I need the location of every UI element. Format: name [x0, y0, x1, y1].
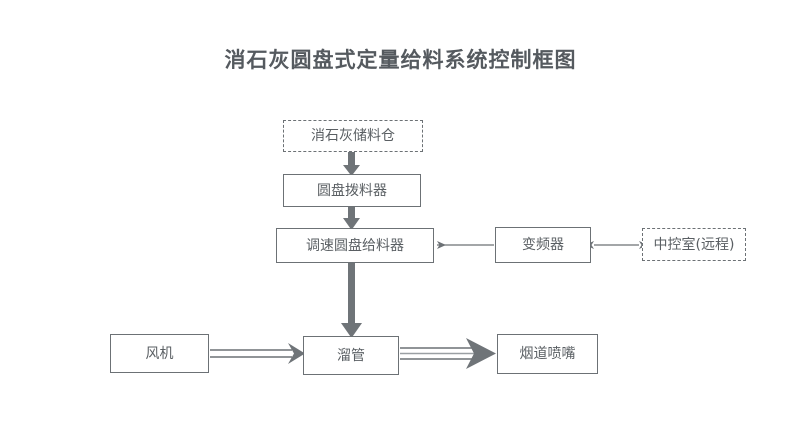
- node-lime-storage-silo[interactable]: 消石灰储料仓: [283, 120, 423, 152]
- node-disc-discharger[interactable]: 圆盘拨料器: [283, 174, 421, 207]
- node-label: 消石灰储料仓: [311, 128, 395, 144]
- edge-silo-to-disc: [343, 151, 360, 176]
- node-frequency-inverter[interactable]: 变频器: [495, 227, 591, 263]
- node-chute-pipe[interactable]: 溜管: [303, 336, 399, 375]
- node-central-control-room[interactable]: 中控室(远程): [642, 228, 746, 261]
- node-blower-fan[interactable]: 风机: [110, 334, 209, 373]
- edge-feeder-to-chute: [341, 263, 362, 338]
- node-label: 变频器: [522, 237, 564, 253]
- edge-chute-to-nozzle: [400, 338, 496, 369]
- node-label: 中控室(远程): [653, 236, 735, 253]
- node-label: 风机: [145, 345, 174, 362]
- edge-disc-to-feeder: [343, 206, 360, 230]
- node-label: 烟道喷嘴: [519, 346, 576, 362]
- node-label: 圆盘拨料器: [317, 182, 387, 199]
- node-label: 调速圆盘给料器: [306, 237, 404, 254]
- node-variable-speed-disc-feeder[interactable]: 调速圆盘给料器: [276, 228, 434, 263]
- page-title: 消石灰圆盘式定量给料系统控制框图: [224, 48, 577, 72]
- edge-fan-to-chute: [210, 343, 305, 364]
- node-flue-duct-nozzle[interactable]: 烟道喷嘴: [497, 334, 598, 374]
- node-label: 溜管: [337, 347, 365, 364]
